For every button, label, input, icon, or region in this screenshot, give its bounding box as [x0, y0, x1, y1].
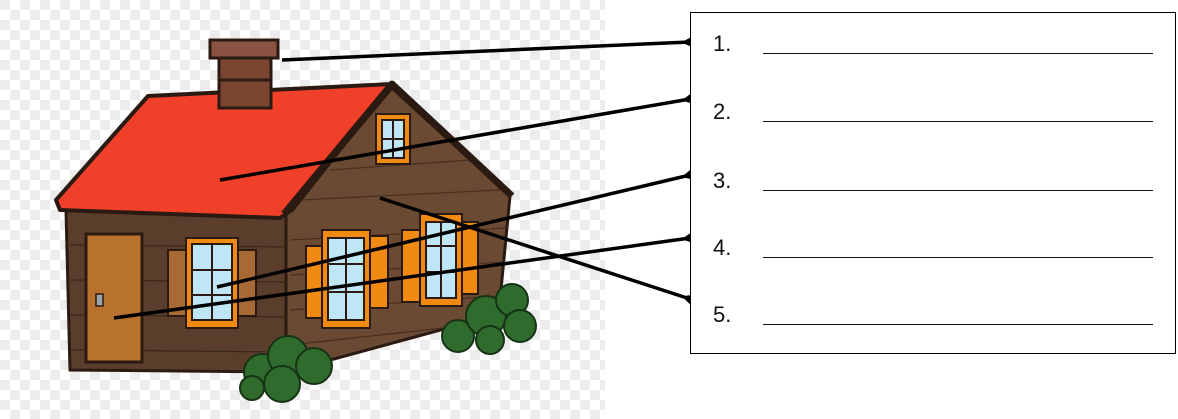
answer-box: 1. 2. 3. 4. 5. [690, 12, 1176, 354]
answer-number: 5. [713, 302, 731, 328]
answer-blank[interactable] [763, 324, 1153, 325]
answer-number: 2. [713, 99, 731, 125]
answer-blank[interactable] [763, 53, 1153, 54]
door [86, 234, 142, 362]
answer-row-1: 1. [713, 31, 1153, 61]
answer-blank[interactable] [763, 257, 1153, 258]
answer-row-2: 2. [713, 99, 1153, 129]
answer-number: 3. [713, 168, 731, 194]
answer-blank[interactable] [763, 121, 1153, 122]
answer-row-4: 4. [713, 235, 1153, 265]
front-window [168, 238, 256, 328]
answer-row-3: 3. [713, 168, 1153, 198]
answer-blank[interactable] [763, 190, 1153, 191]
attic-window [376, 114, 410, 164]
answer-row-5: 5. [713, 302, 1153, 332]
answer-number: 1. [713, 31, 731, 57]
answer-number: 4. [713, 235, 731, 261]
